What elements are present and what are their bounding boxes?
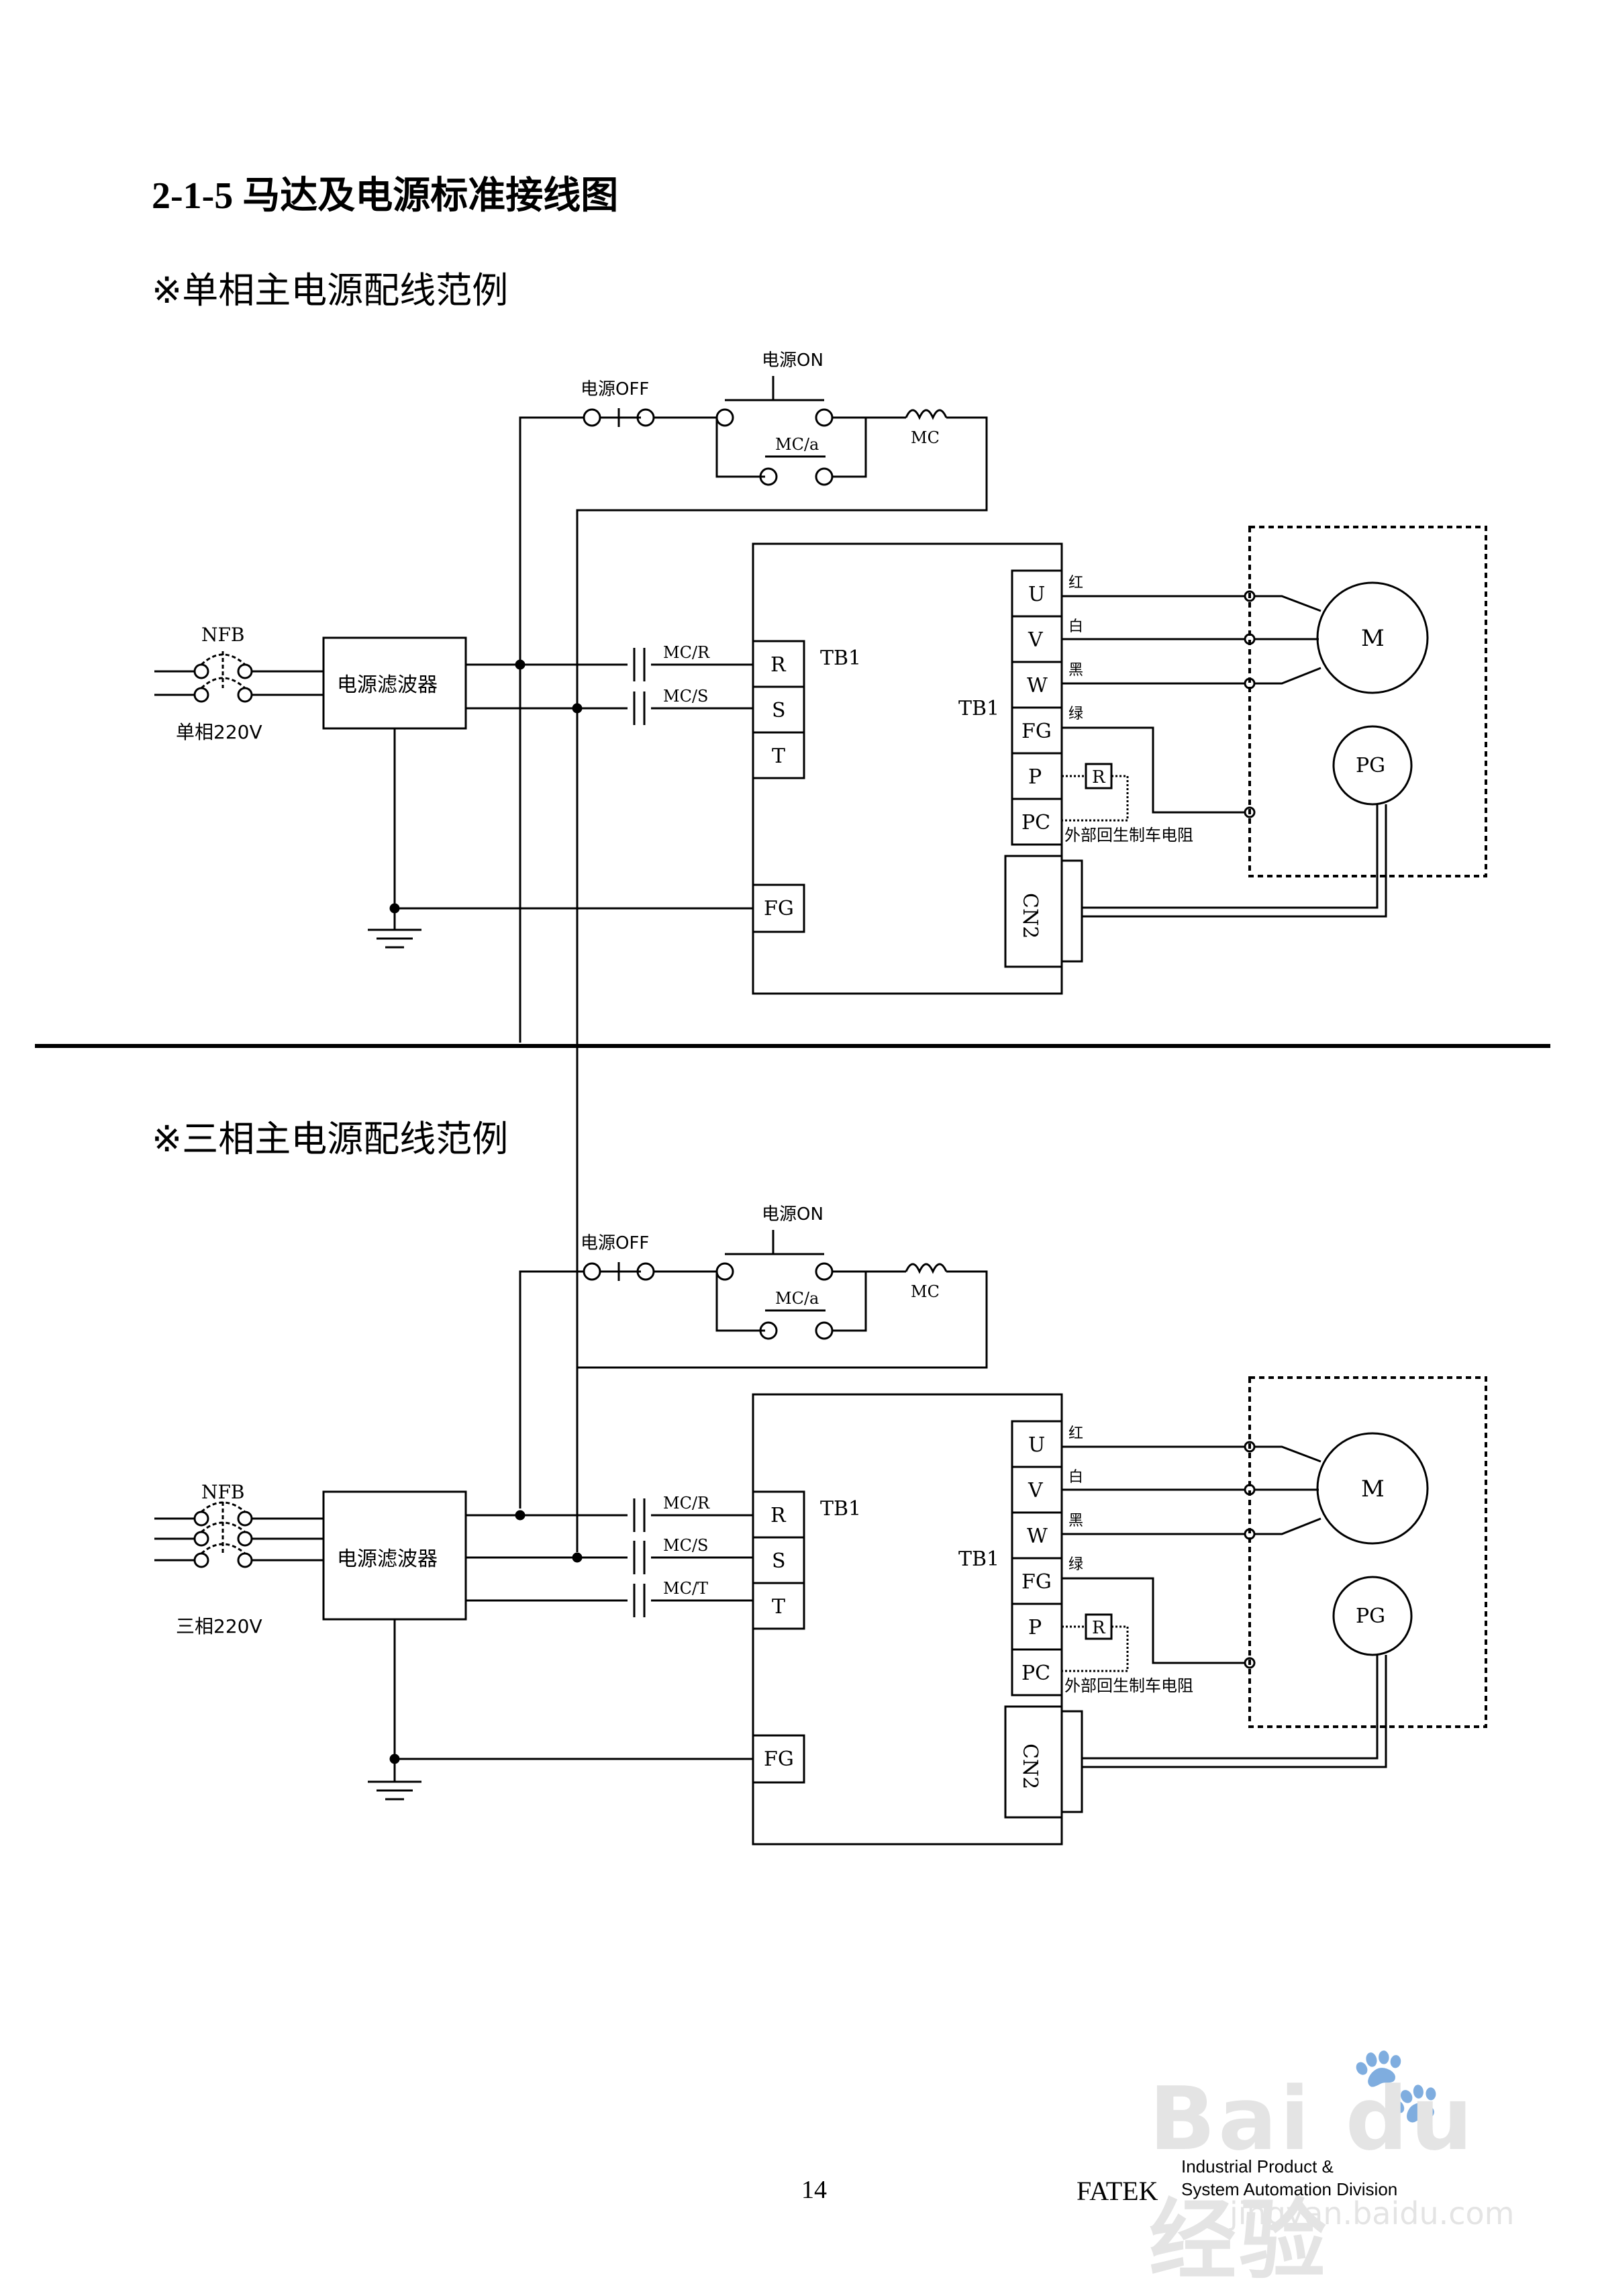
power-on-label: 电源ON xyxy=(762,350,823,371)
terminal-fg: FG xyxy=(764,897,794,920)
terminal-fg: FG xyxy=(764,1748,794,1771)
three-phase-title: ※三相主电源配线范例 xyxy=(152,1118,509,1160)
terminal-u: U xyxy=(1028,583,1045,606)
terminal-fg-out: FG xyxy=(1021,1570,1052,1594)
power-on-label: 电源ON xyxy=(762,1204,823,1225)
brake-resistor-r: R xyxy=(1092,1618,1106,1638)
cn2-label: CN2 xyxy=(1018,1743,1042,1789)
wire-color-black: 黑 xyxy=(1068,662,1083,679)
supply-label: 单相220V xyxy=(176,721,262,743)
terminal-w: W xyxy=(1027,1525,1048,1548)
brake-resistor-label: 外部回生制车电阻 xyxy=(1064,1676,1193,1695)
mc-coil-label: MC xyxy=(911,1282,940,1301)
nfb-label: NFB xyxy=(201,624,245,646)
watermark-url: jingyan.baidu.com xyxy=(1230,2195,1515,2232)
terminal-fg-out: FG xyxy=(1021,720,1052,743)
terminal-p: P xyxy=(1028,765,1042,789)
motor-icon xyxy=(1316,1432,1429,1545)
nfb-label: NFB xyxy=(201,1481,245,1503)
mc-coil-label: MC xyxy=(911,428,940,447)
encoder-icon xyxy=(1332,1576,1413,1656)
single-phase-title: ※单相主电源配线范例 xyxy=(152,269,509,312)
brake-resistor-r: R xyxy=(1092,767,1106,787)
power-off-label: 电源OFF xyxy=(581,1233,649,1253)
footer-division: Industrial Product & System Automation D… xyxy=(1181,2155,1397,2201)
cn2-label: CN2 xyxy=(1018,893,1042,939)
mc-a-label: MC/a xyxy=(775,435,819,454)
motor-enclosure xyxy=(1248,1376,1487,1728)
motor-icon xyxy=(1316,581,1429,694)
division-line-2: System Automation Division xyxy=(1181,2179,1398,2199)
terminal-v: V xyxy=(1028,1479,1044,1502)
contact-mc-s-label: MC/S xyxy=(663,687,708,706)
terminal-v: V xyxy=(1028,628,1044,652)
tb1-output-label: TB1 xyxy=(958,697,999,720)
terminal-p: P xyxy=(1028,1616,1042,1639)
mc-a-contact xyxy=(815,467,834,486)
contact-mc-s-label: MC/S xyxy=(663,1536,708,1555)
servo-drive-box xyxy=(752,1393,1063,1846)
on-switch-contact xyxy=(815,408,834,427)
brake-resistor-label: 外部回生制车电阻 xyxy=(1064,826,1193,845)
terminal-s: S xyxy=(772,1549,786,1573)
wire-color-green: 绿 xyxy=(1068,706,1083,722)
on-switch-contact xyxy=(715,408,734,427)
mc-a-contact xyxy=(759,467,778,486)
terminal-r: R xyxy=(770,653,787,677)
division-line-1: Industrial Product & xyxy=(1181,2156,1334,2177)
footer-brand: FATEK xyxy=(1077,2176,1158,2206)
mc-coil-icon xyxy=(905,1263,948,1274)
mc-a-label: MC/a xyxy=(775,1289,819,1308)
terminal-t: T xyxy=(772,745,785,768)
wire-color-white: 白 xyxy=(1068,1469,1083,1486)
mc-coil-icon xyxy=(905,409,948,420)
terminal-w: W xyxy=(1027,674,1048,698)
encoder-icon xyxy=(1332,725,1413,806)
servo-drive-box xyxy=(752,542,1063,995)
page-number: 14 xyxy=(801,2176,827,2204)
contact-mc-t-label: MC/T xyxy=(663,1579,708,1598)
terminal-s: S xyxy=(772,699,786,722)
power-filter-label: 电源滤波器 xyxy=(337,673,438,697)
power-filter-label: 电源滤波器 xyxy=(337,1547,438,1571)
encoder-label: PG xyxy=(1356,754,1385,777)
encoder-label: PG xyxy=(1356,1605,1385,1628)
three-phase-wiring-diagram: 电源OFF 电源ON MC MC/a NFB 三相220V 电源滤波器 MC/R… xyxy=(154,1204,1487,1846)
tb1-input-label: TB1 xyxy=(820,647,861,670)
section-divider xyxy=(35,1044,1550,1048)
terminal-r: R xyxy=(770,1504,787,1527)
supply-label: 三相220V xyxy=(176,1615,262,1637)
paw-icon: 🐾 xyxy=(1350,2041,1442,2127)
motor-label: M xyxy=(1361,625,1385,652)
wire-color-green: 绿 xyxy=(1068,1556,1083,1573)
motor-label: M xyxy=(1361,1476,1385,1502)
terminal-t: T xyxy=(772,1595,785,1619)
contact-mc-r-label: MC/R xyxy=(663,643,710,662)
power-off-label: 电源OFF xyxy=(581,379,649,399)
contact-mc-r-label: MC/R xyxy=(663,1494,710,1513)
terminal-pc: PC xyxy=(1021,811,1050,834)
wire-color-black: 黑 xyxy=(1068,1513,1083,1529)
off-switch-contact xyxy=(583,408,601,427)
wire-color-red: 红 xyxy=(1068,1425,1083,1442)
single-phase-wiring-diagram: 电源OFF 电源ON MC MC/a NFB 单相220V 电源滤波器 MC/R… xyxy=(154,350,1487,1378)
terminal-pc: PC xyxy=(1021,1662,1050,1685)
wire-color-white: 白 xyxy=(1068,618,1083,635)
tb1-input-label: TB1 xyxy=(820,1497,861,1521)
page-heading: 2-1-5 马达及电源标准接线图 xyxy=(152,175,619,217)
tb1-output-label: TB1 xyxy=(958,1547,999,1571)
terminal-u: U xyxy=(1028,1433,1045,1457)
motor-enclosure xyxy=(1248,526,1487,877)
baidu-watermark: 🐾 Bai du 经验 jingyan.baidu.com xyxy=(1149,2041,1525,2291)
wire-color-red: 红 xyxy=(1068,575,1083,591)
